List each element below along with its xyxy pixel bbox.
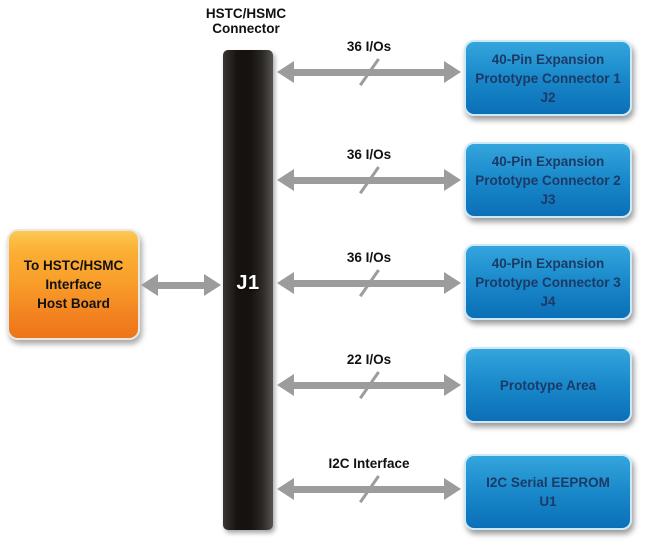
target-line3: J2 <box>540 89 556 105</box>
bus-label-4: I2C Interface <box>328 456 410 471</box>
target-box-j2: 40-Pin Expansion Prototype Connector 1 J… <box>464 40 632 116</box>
arrowhead-left-icon <box>277 61 294 83</box>
host-arrow <box>141 265 221 305</box>
arrowhead-right-icon <box>444 478 461 500</box>
target-box-j4: 40-Pin Expansion Prototype Connector 3 J… <box>464 244 632 320</box>
target-line3: J4 <box>540 293 556 309</box>
arrowhead-right-icon <box>444 169 461 191</box>
arrowhead-right-icon <box>444 61 461 83</box>
bus-arrow-2 <box>277 263 461 303</box>
target-line1: 40-Pin Expansion <box>491 51 605 67</box>
target-box-prototype-area: Prototype Area <box>464 347 632 423</box>
target-line1: 40-Pin Expansion <box>491 255 605 271</box>
target-line2: Prototype Connector 1 <box>475 70 621 86</box>
bus-arrow-3 <box>277 365 461 405</box>
target-line1: Prototype Area <box>499 377 597 393</box>
arrowhead-right-icon <box>444 272 461 294</box>
arrowhead-left-icon <box>141 274 158 296</box>
target-line3: J3 <box>540 191 556 207</box>
arrowhead-left-icon <box>277 478 294 500</box>
arrowhead-right-icon <box>444 374 461 396</box>
bus-arrow-1 <box>277 160 461 200</box>
connector-bar-label: J1 <box>236 272 260 294</box>
arrowhead-left-icon <box>277 169 294 191</box>
target-box-eeprom-u1: I2C Serial EEPROM U1 <box>464 454 632 530</box>
connector-bar-j1: J1 <box>223 50 273 530</box>
hub-title-line1: HSTC/HSMC <box>205 6 287 21</box>
arrow-shaft <box>154 281 208 289</box>
host-board-line2: Interface <box>45 277 102 292</box>
arrowhead-right-icon <box>204 274 221 296</box>
target-line2: Prototype Connector 2 <box>475 172 621 188</box>
bus-label-0: 36 I/Os <box>346 39 392 54</box>
target-box-j3: 40-Pin Expansion Prototype Connector 2 J… <box>464 142 632 218</box>
target-line2: U1 <box>539 494 557 509</box>
arrowhead-left-icon <box>277 272 294 294</box>
bus-label-3: 22 I/Os <box>346 352 392 367</box>
bus-arrow-4 <box>277 469 461 509</box>
host-board-line1: To HSTC/HSMC <box>23 258 124 273</box>
bus-label-1: 36 I/Os <box>346 147 392 162</box>
target-line1: I2C Serial EEPROM <box>486 475 610 490</box>
host-board-line3: Host Board <box>37 296 110 311</box>
target-line2: Prototype Connector 3 <box>475 274 621 290</box>
arrowhead-left-icon <box>277 374 294 396</box>
hub-title: HSTC/HSMC Connector <box>176 6 316 36</box>
target-line1: 40-Pin Expansion <box>491 153 605 169</box>
bus-arrow-0 <box>277 52 461 92</box>
bus-label-2: 36 I/Os <box>346 250 392 265</box>
host-board-box: To HSTC/HSMC Interface Host Board <box>7 229 140 340</box>
hub-title-line2: Connector <box>212 21 280 36</box>
